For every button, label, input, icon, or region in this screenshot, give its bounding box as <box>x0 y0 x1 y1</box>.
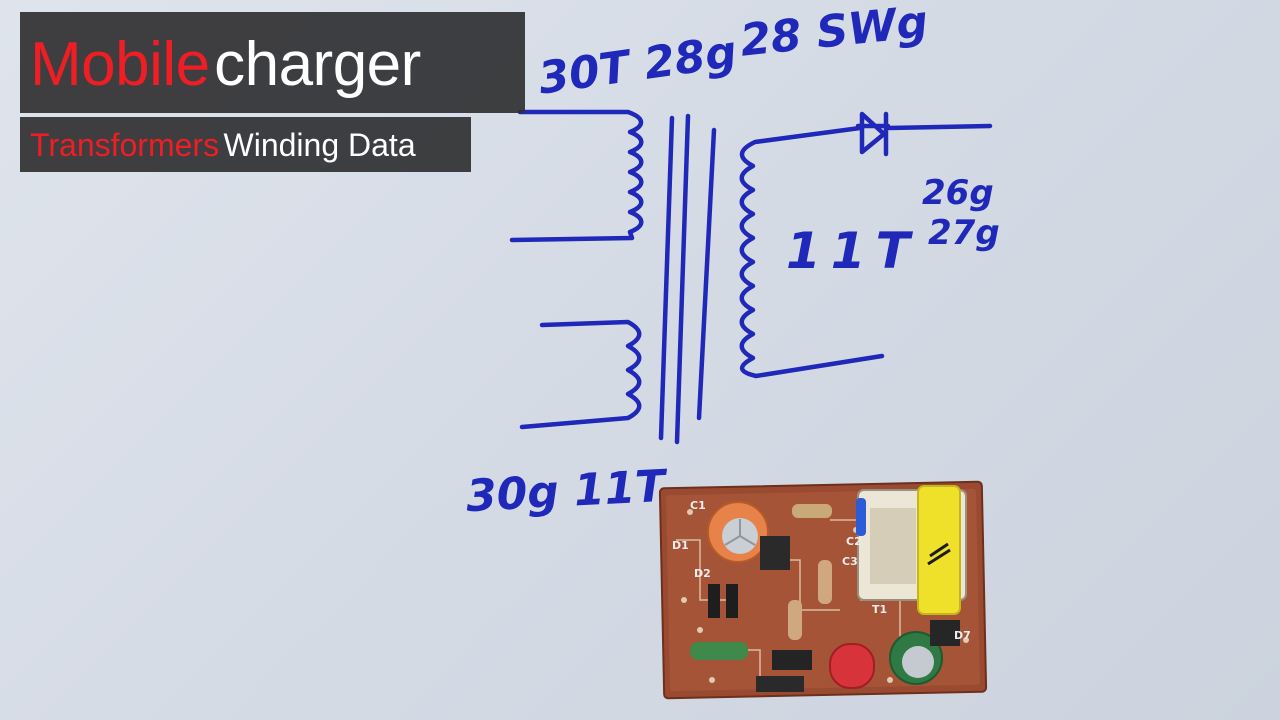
pcb-board <box>658 480 988 700</box>
pcb-label-d1: D1 <box>672 539 689 552</box>
secondary-gauge-a-label: 26g <box>922 173 994 213</box>
diode-icon <box>855 111 993 157</box>
secondary-winding <box>739 125 885 379</box>
subtitle-banner: Transformers Winding Data <box>20 117 471 172</box>
title-word-charger: charger <box>214 30 421 99</box>
core-line <box>658 115 675 441</box>
title-word-mobile: Mobile <box>30 30 210 99</box>
auxiliary-winding-label: 30g 11T <box>464 460 667 523</box>
auxiliary-winding <box>519 319 642 430</box>
pcb-label-c3: C3 <box>842 555 858 568</box>
pcb-label-d7: D7 <box>954 629 971 642</box>
pcb-label-c1: C1 <box>690 499 706 512</box>
secondary-gauge-b-label: 27g <box>928 213 1000 253</box>
core-line <box>696 127 717 421</box>
pcb-label-c2: C2 <box>846 535 862 548</box>
secondary-turns-label: 11T <box>786 222 920 280</box>
primary-winding <box>509 109 644 243</box>
subtitle-winding-data: Winding Data <box>223 127 416 163</box>
subtitle-word-transformers: Transformers <box>30 127 220 163</box>
pcb-label-t1: T1 <box>872 603 888 616</box>
pcb-label-d2: D2 <box>694 567 711 580</box>
core-line <box>674 113 691 445</box>
title-banner: Mobile charger <box>20 12 525 113</box>
